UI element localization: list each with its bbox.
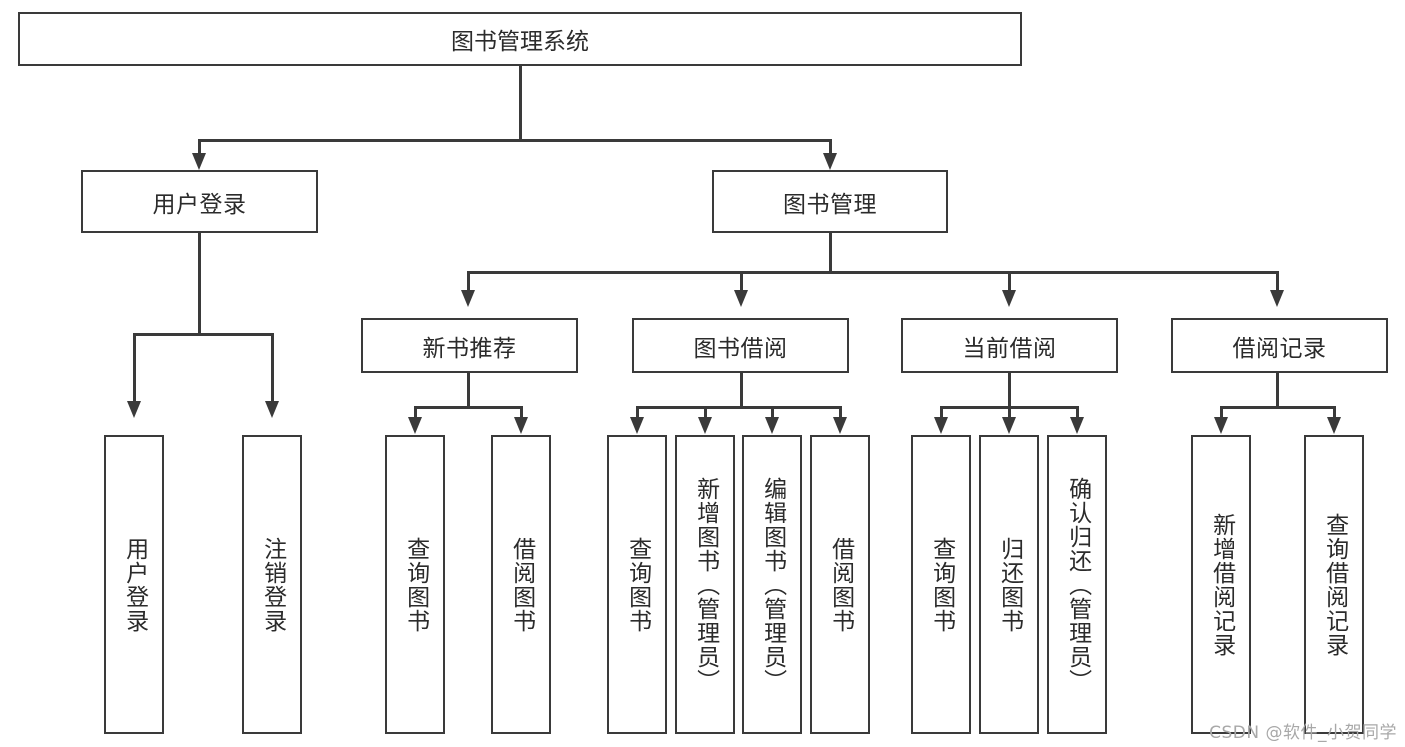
- leaf-return-book[interactable]: 归还图书: [979, 435, 1039, 734]
- connector-book-mgmt-to-new-book: [467, 271, 470, 294]
- leaf-query-book-borrow[interactable]: 查询图书: [607, 435, 667, 734]
- connector-book-mgmt-to-current-borrow: [1008, 271, 1011, 294]
- connector-book-borrow-to-leaf-4: [839, 406, 842, 421]
- arrow-book-mgmt-to-current-borrow: [1002, 290, 1016, 307]
- connector-user-login-stem: [198, 233, 201, 335]
- node-label: 当前借阅: [962, 335, 1057, 362]
- connector-current-borrow-to-leaf-3: [1076, 406, 1079, 421]
- connector-borrow-record-to-leaf-1: [1220, 406, 1223, 421]
- arrow-book-borrow-to-leaf-4: [833, 417, 847, 434]
- node-label: 图书管理: [783, 191, 877, 218]
- arrow-borrow-record-to-leaf-2: [1327, 417, 1341, 434]
- connector-new-book-bus: [415, 406, 522, 409]
- connector-current-borrow-stem: [1008, 373, 1011, 408]
- connector-book-borrow-bus: [637, 406, 841, 409]
- arrow-book-borrow-to-leaf-1: [630, 417, 644, 434]
- connector-book-mgmt-stem: [829, 233, 832, 273]
- connector-current-borrow-to-leaf-1: [940, 406, 943, 421]
- connector-root-stem: [519, 66, 522, 141]
- leaf-label: 归还图书: [996, 536, 1023, 633]
- leaf-borrow-book[interactable]: 借阅图书: [810, 435, 870, 734]
- node-root-system[interactable]: 图书管理系统: [18, 12, 1022, 66]
- connector-book-borrow-to-leaf-3: [771, 406, 774, 421]
- connector-borrow-record-bus: [1221, 406, 1335, 409]
- node-user-login[interactable]: 用户登录: [81, 170, 318, 233]
- connector-borrow-record-to-leaf-2: [1333, 406, 1336, 421]
- node-label: 图书管理系统: [451, 29, 589, 55]
- node-new-book-recommend[interactable]: 新书推荐: [361, 318, 578, 373]
- arrow-current-borrow-to-leaf-3: [1070, 417, 1084, 434]
- leaf-confirm-return-admin[interactable]: 确认归还（管理员）: [1047, 435, 1107, 734]
- connector-book-borrow-to-leaf-1: [636, 406, 639, 421]
- leaf-label: 确认归还（管理员）: [1064, 476, 1091, 693]
- connector-root-to-user-login: [198, 139, 201, 157]
- connector-book-mgmt-bus: [468, 271, 1277, 274]
- node-label: 借阅记录: [1232, 335, 1327, 362]
- arrow-root-to-user-login: [192, 153, 206, 170]
- leaf-borrow-book-newbook[interactable]: 借阅图书: [491, 435, 551, 734]
- node-label: 新书推荐: [422, 335, 517, 362]
- arrow-new-book-to-leaf-2: [514, 417, 528, 434]
- arrow-borrow-record-to-leaf-1: [1214, 417, 1228, 434]
- node-label: 用户登录: [152, 191, 247, 218]
- connector-new-book-to-leaf-1: [414, 406, 417, 421]
- arrow-book-mgmt-to-borrow-record: [1270, 290, 1284, 307]
- connector-root-bus: [199, 139, 832, 142]
- connector-user-login-bus: [134, 333, 273, 336]
- arrow-book-borrow-to-leaf-3: [765, 417, 779, 434]
- leaf-edit-book-admin[interactable]: 编辑图书（管理员）: [742, 435, 802, 734]
- leaf-label: 查询图书: [928, 536, 955, 633]
- connector-book-mgmt-to-book-borrow: [740, 271, 743, 294]
- leaf-label: 查询借阅记录: [1321, 512, 1348, 657]
- node-book-borrow[interactable]: 图书借阅: [632, 318, 849, 373]
- leaf-add-borrow-record[interactable]: 新增借阅记录: [1191, 435, 1251, 734]
- arrow-root-to-book-mgmt: [823, 153, 837, 170]
- leaf-add-book-admin[interactable]: 新增图书（管理员）: [675, 435, 735, 734]
- leaf-label: 查询图书: [624, 536, 651, 633]
- leaf-query-book-current[interactable]: 查询图书: [911, 435, 971, 734]
- node-label: 图书借阅: [693, 335, 788, 362]
- connector-new-book-stem: [467, 373, 470, 408]
- leaf-label: 编辑图书（管理员）: [759, 476, 786, 693]
- node-borrow-record[interactable]: 借阅记录: [1171, 318, 1388, 373]
- connector-borrow-record-stem: [1276, 373, 1279, 408]
- arrow-current-borrow-to-leaf-2: [1002, 417, 1016, 434]
- arrow-current-borrow-to-leaf-1: [934, 417, 948, 434]
- leaf-label: 注销登录: [259, 536, 286, 633]
- connector-book-mgmt-to-borrow-record: [1276, 271, 1279, 294]
- leaf-label: 用户登录: [121, 536, 148, 633]
- node-book-management[interactable]: 图书管理: [712, 170, 948, 233]
- leaf-query-book-newbook[interactable]: 查询图书: [385, 435, 445, 734]
- connector-new-book-to-leaf-2: [520, 406, 523, 421]
- arrow-book-mgmt-to-book-borrow: [734, 290, 748, 307]
- connector-user-login-to-leaf-2: [271, 333, 274, 405]
- leaf-query-borrow-record[interactable]: 查询借阅记录: [1304, 435, 1364, 734]
- leaf-logout-login[interactable]: 注销登录: [242, 435, 302, 734]
- arrow-book-mgmt-to-new-book: [461, 290, 475, 307]
- leaf-user-login[interactable]: 用户登录: [104, 435, 164, 734]
- arrow-new-book-to-leaf-1: [408, 417, 422, 434]
- leaf-label: 借阅图书: [827, 536, 854, 633]
- watermark-text: CSDN @软件_小贺同学: [1209, 723, 1397, 743]
- connector-user-login-to-leaf-1: [133, 333, 136, 405]
- connector-current-borrow-to-leaf-2: [1008, 406, 1011, 421]
- arrow-book-borrow-to-leaf-2: [698, 417, 712, 434]
- connector-book-borrow-stem: [740, 373, 743, 408]
- connector-root-to-book-mgmt: [829, 139, 832, 157]
- arrow-user-login-to-leaf-1: [127, 401, 141, 418]
- connector-book-borrow-to-leaf-2: [704, 406, 707, 421]
- node-current-borrow[interactable]: 当前借阅: [901, 318, 1118, 373]
- leaf-label: 查询图书: [402, 536, 429, 633]
- leaf-label: 新增图书（管理员）: [692, 476, 719, 693]
- leaf-label: 新增借阅记录: [1208, 512, 1235, 657]
- leaf-label: 借阅图书: [508, 536, 535, 633]
- arrow-user-login-to-leaf-2: [265, 401, 279, 418]
